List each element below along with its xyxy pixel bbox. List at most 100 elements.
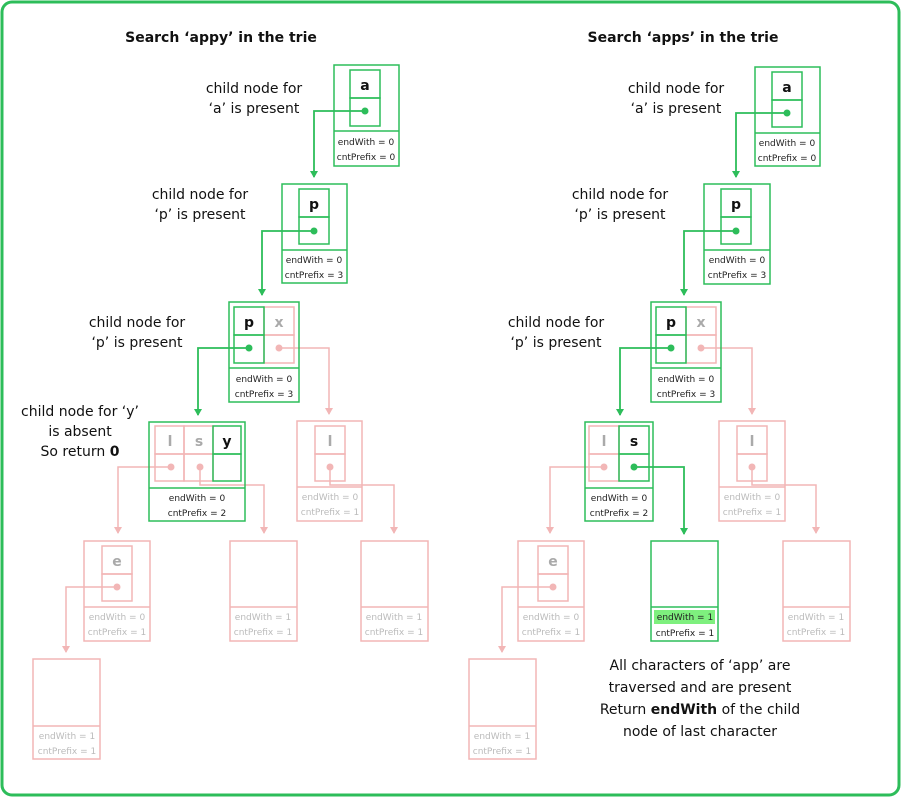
svg-text:cntPrefix = 1: cntPrefix = 1 [787,628,845,638]
right-note-2: child node for ‘p’ is present [572,187,669,223]
svg-text:child node for: child node for [628,81,725,97]
svg-text:cntPrefix = 1: cntPrefix = 1 [365,628,423,638]
left-title: Search ‘appy’ in the trie [125,30,317,46]
left-note-3: child node for ‘p’ is present [89,315,186,351]
svg-text:endWith = 1: endWith = 1 [39,732,95,742]
right-node-e-faded: e endWith = 0 cntPrefix = 1 [517,540,585,642]
svg-text:endWith = 0: endWith = 0 [591,494,648,504]
svg-text:cntPrefix = 1: cntPrefix = 1 [301,508,359,518]
left-faded-dots [113,344,334,591]
left-node-lsy: l s y endWith = 0 cntPrefix = 2 [148,421,246,522]
svg-text:p: p [731,197,741,213]
endwith-highlight [654,610,715,624]
left-active-edges [194,110,365,416]
right-faded-dots [549,344,756,591]
left-leaf-s-faded: endWith = 1 cntPrefix = 1 [229,540,298,642]
svg-text:So return 0: So return 0 [41,444,120,460]
svg-text:endWith = 0: endWith = 0 [236,375,293,385]
svg-text:endWith = 1: endWith = 1 [657,613,713,623]
svg-text:p: p [666,315,676,331]
svg-text:l: l [328,434,333,450]
svg-text:endWith = 0: endWith = 0 [302,493,359,503]
svg-text:is absent: is absent [48,424,112,440]
right-node-ls: l s endWith = 0 cntPrefix = 2 [584,421,654,522]
svg-text:node of last character: node of last character [623,724,777,740]
svg-text:cntPrefix = 1: cntPrefix = 1 [234,628,292,638]
svg-text:cntPrefix = 1: cntPrefix = 1 [473,747,531,757]
svg-text:‘p’ is present: ‘p’ is present [574,207,666,223]
svg-text:cntPrefix = 3: cntPrefix = 3 [657,390,715,400]
svg-text:‘p’ is present: ‘p’ is present [510,335,602,351]
svg-text:p: p [309,197,319,213]
svg-text:‘a’ is present: ‘a’ is present [209,101,300,117]
svg-text:All characters of ‘app’ are: All characters of ‘app’ are [610,658,791,674]
svg-text:y: y [222,434,231,450]
left-leaf-e-faded: endWith = 1 cntPrefix = 1 [32,658,101,760]
svg-text:cntPrefix = 1: cntPrefix = 1 [88,628,146,638]
svg-text:cntPrefix = 3: cntPrefix = 3 [235,390,293,400]
svg-text:traversed and are present: traversed and are present [609,680,792,696]
svg-text:child node for: child node for [572,187,669,203]
right-note-4: All characters of ‘app’ are traversed an… [600,658,800,740]
svg-text:endWith = 0: endWith = 0 [658,375,715,385]
svg-text:cntPrefix = 3: cntPrefix = 3 [708,271,766,281]
svg-text:child node for: child node for [508,315,605,331]
left-active-dots [245,107,369,352]
right-note-3: child node for ‘p’ is present [508,315,605,351]
svg-text:p: p [244,315,254,331]
svg-text:e: e [112,554,122,570]
svg-text:x: x [274,315,283,331]
svg-text:endWith = 0: endWith = 0 [169,494,226,504]
svg-text:cntPrefix = 1: cntPrefix = 1 [38,747,96,757]
right-leaf-e-faded: endWith = 1 cntPrefix = 1 [468,658,537,760]
svg-text:cntPrefix = 1: cntPrefix = 1 [522,628,580,638]
svg-text:endWith = 0: endWith = 0 [709,256,766,266]
svg-text:l: l [168,434,173,450]
svg-text:child node for: child node for [89,315,186,331]
svg-text:child node for ‘y’: child node for ‘y’ [21,404,139,420]
right-node-a: a endWith = 0 cntPrefix = 0 [754,66,821,167]
left-note-4: child node for ‘y’ is absent So return 0 [21,404,139,460]
left-node-a: a endWith = 0 cntPrefix = 0 [333,64,400,167]
right-leaf-l-faded: endWith = 1 cntPrefix = 1 [782,540,851,642]
right-node-p1: p endWith = 0 cntPrefix = 3 [703,183,771,285]
svg-text:endWith = 0: endWith = 0 [89,613,146,623]
svg-text:x: x [696,315,705,331]
svg-text:‘p’ is present: ‘p’ is present [154,207,246,223]
left-note-1: child node for ‘a’ is present [206,81,303,117]
svg-text:cntPrefix = 0: cntPrefix = 0 [337,153,396,163]
svg-text:cntPrefix = 1: cntPrefix = 1 [723,508,781,518]
right-leaf-s-active: endWith = 1 cntPrefix = 1 [650,540,719,642]
svg-text:a: a [360,78,369,94]
right-note-1: child node for ‘a’ is present [628,81,725,117]
svg-text:endWith = 0: endWith = 0 [338,138,395,148]
left-note-2: child node for ‘p’ is present [152,187,249,223]
left-node-p2: x p endWith = 0 cntPrefix = 3 [228,301,300,403]
svg-text:endWith = 1: endWith = 1 [474,732,530,742]
svg-text:child node for: child node for [206,81,303,97]
left-leaf-l-faded: endWith = 1 cntPrefix = 1 [360,540,429,642]
svg-text:s: s [195,434,203,450]
right-node-p2: x p endWith = 0 cntPrefix = 3 [650,301,722,403]
svg-text:endWith = 1: endWith = 1 [788,613,844,623]
svg-text:cntPrefix = 2: cntPrefix = 2 [590,509,648,519]
svg-text:endWith = 0: endWith = 0 [523,613,580,623]
right-active-edges [616,112,787,535]
svg-text:child node for: child node for [152,187,249,203]
left-faded-edges [62,347,398,653]
svg-text:endWith = 1: endWith = 1 [366,613,422,623]
svg-text:a: a [782,80,791,96]
svg-text:s: s [630,434,638,450]
right-active-dots [630,109,791,471]
svg-text:‘p’ is present: ‘p’ is present [91,335,183,351]
svg-text:cntPrefix = 0: cntPrefix = 0 [758,154,817,164]
svg-text:cntPrefix = 2: cntPrefix = 2 [168,509,226,519]
left-node-e-faded: e endWith = 0 cntPrefix = 1 [83,540,151,642]
svg-text:endWith = 0: endWith = 0 [286,256,343,266]
left-node-l-faded: l endWith = 0 cntPrefix = 1 [296,420,363,522]
svg-text:l: l [750,434,755,450]
svg-text:Return endWith of the child: Return endWith of the child [600,702,800,718]
